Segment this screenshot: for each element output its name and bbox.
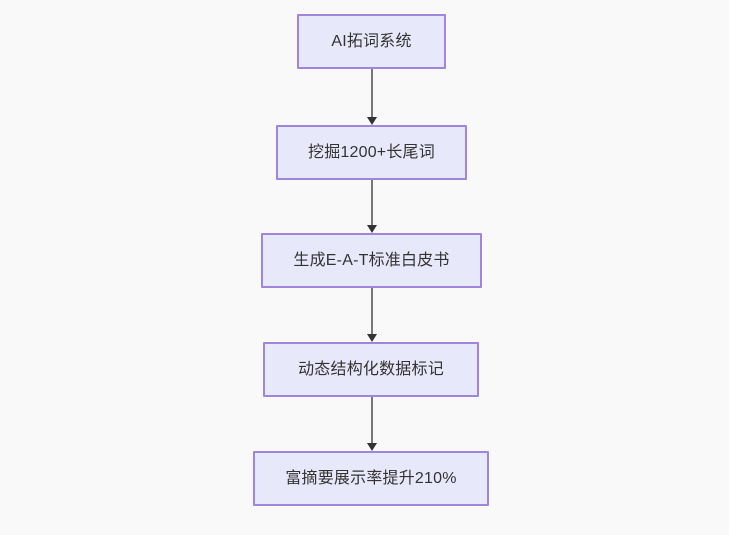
flow-node-label: 生成E-A-T标准白皮书 [293, 251, 450, 269]
edge-line [371, 288, 373, 334]
flow-node-generate-eat-whitepaper[interactable]: 生成E-A-T标准白皮书 [261, 233, 482, 288]
flow-node-rich-snippet-impression-lift[interactable]: 富摘要展示率提升210% [253, 451, 489, 506]
edge-line [371, 69, 373, 117]
flow-node-dynamic-structured-data-markup[interactable]: 动态结构化数据标记 [263, 342, 479, 397]
flow-node-label: AI拓词系统 [331, 32, 412, 50]
arrowhead-icon [367, 225, 377, 233]
arrowhead-icon [367, 443, 377, 451]
flow-node-label: 富摘要展示率提升210% [285, 469, 457, 487]
arrowhead-icon [367, 117, 377, 125]
edge-line [371, 180, 373, 225]
flow-node-label: 动态结构化数据标记 [298, 360, 444, 378]
flow-node-mine-longtail-keywords[interactable]: 挖掘1200+长尾词 [276, 125, 467, 180]
edge-line [371, 397, 373, 443]
arrowhead-icon [367, 334, 377, 342]
flow-node-label: 挖掘1200+长尾词 [308, 143, 435, 161]
flow-node-ai-keyword-system[interactable]: AI拓词系统 [297, 14, 446, 69]
